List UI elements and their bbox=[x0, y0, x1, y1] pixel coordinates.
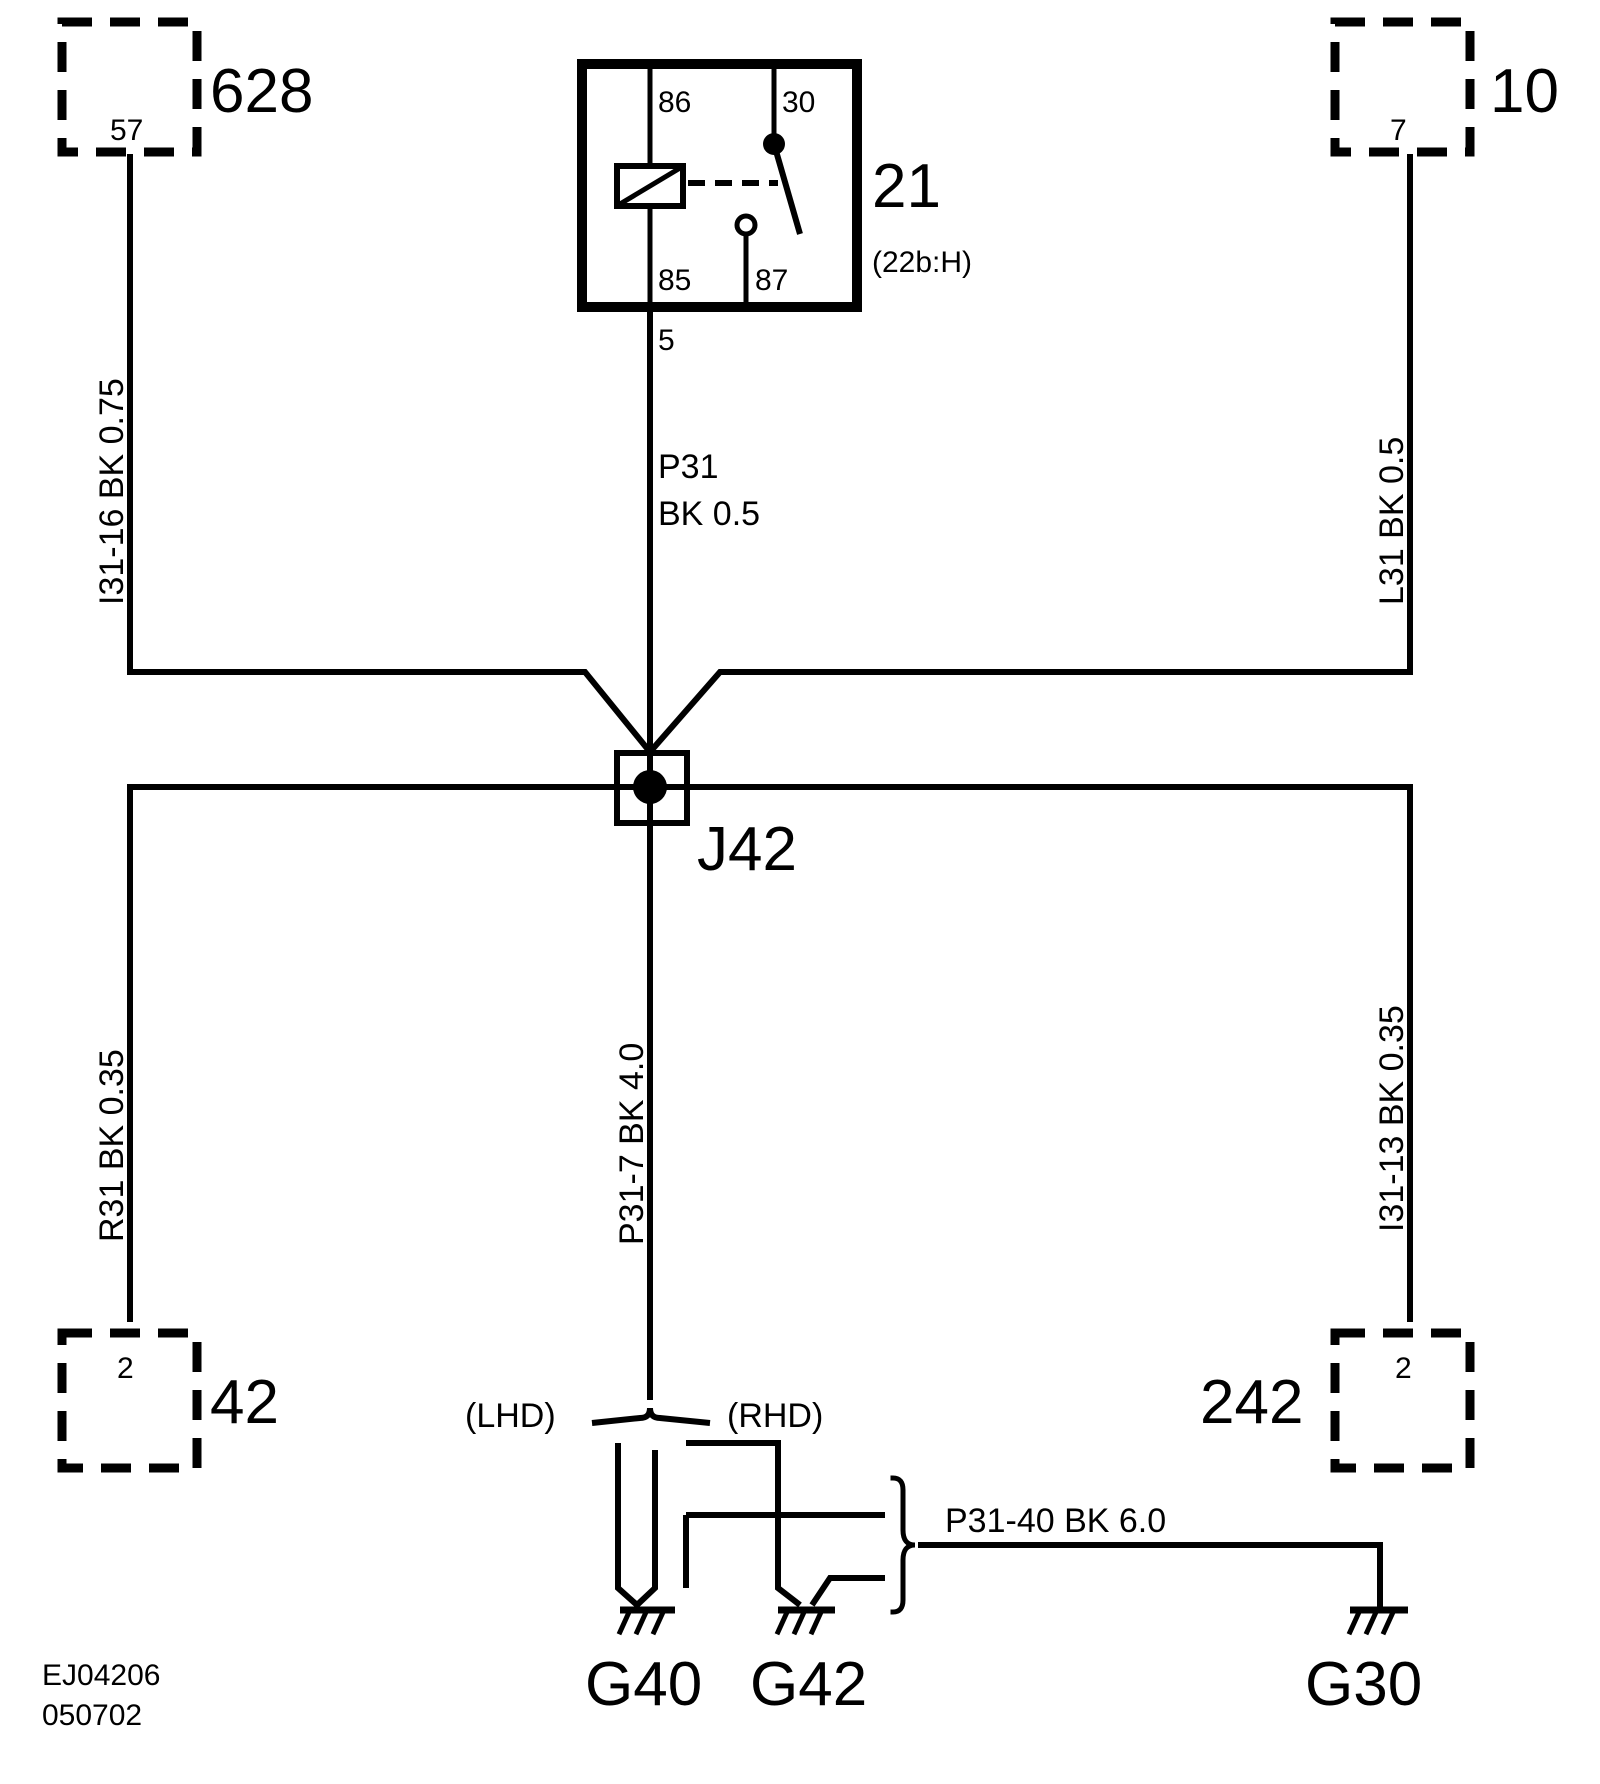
diagram-date: 050702 bbox=[42, 1699, 142, 1732]
wire-junction-crossbar bbox=[127, 784, 1413, 1322]
junction-j42-node bbox=[633, 770, 667, 804]
relay-21: 86 30 85 87 21 (22b:H) 5 bbox=[577, 59, 972, 357]
connector-628: 57 628 bbox=[57, 17, 313, 157]
diagram-code: EJ04206 bbox=[42, 1659, 160, 1692]
relay-pin87-contact bbox=[734, 213, 758, 237]
variant-brace: (LHD) (RHD) bbox=[465, 1397, 823, 1435]
ground-g40-wiring bbox=[615, 1443, 885, 1610]
relay-switch-arm bbox=[771, 143, 803, 235]
variant-brace-line bbox=[591, 1407, 711, 1426]
wire-label-main: P31-7 BK 4.0 bbox=[613, 1043, 651, 1245]
ground-g42-wiring bbox=[686, 1440, 885, 1608]
splice-brace bbox=[890, 1475, 916, 1615]
junction-j42: J42 bbox=[614, 750, 797, 884]
ground-g40-hatch3 bbox=[650, 1606, 668, 1636]
ground-g42-hatch2 bbox=[791, 1606, 809, 1636]
ground-g30-hatch2 bbox=[1363, 1606, 1381, 1636]
ground-g42-symbol: G42 bbox=[750, 1606, 867, 1719]
connector-628-outline bbox=[57, 17, 202, 157]
wire-label-relay-line2: BK 0.5 bbox=[658, 495, 760, 533]
ground-g40-label: G40 bbox=[585, 1650, 702, 1719]
relay-reference: (22b:H) bbox=[872, 246, 972, 279]
ground-g30-hatch1 bbox=[1346, 1606, 1364, 1636]
relay-outline bbox=[577, 59, 862, 312]
variant-rhd: (RHD) bbox=[727, 1397, 823, 1435]
connector-42-pin: 2 bbox=[117, 1352, 134, 1385]
junction-j42-label: J42 bbox=[697, 815, 797, 884]
connector-10-pin: 7 bbox=[1390, 114, 1407, 147]
wire-label-relay-line1: P31 bbox=[658, 448, 719, 486]
relay-pin-87: 87 bbox=[755, 264, 788, 297]
connector-42: 2 42 bbox=[57, 1328, 279, 1473]
ground-g40-symbol: G40 bbox=[585, 1606, 702, 1719]
ground-g30-symbol: G30 bbox=[1305, 1606, 1422, 1719]
connector-242-outline bbox=[1330, 1328, 1475, 1473]
connector-242-pin: 2 bbox=[1395, 1352, 1412, 1385]
ground-g30-hatch3 bbox=[1380, 1606, 1398, 1636]
ground-g42-hatch3 bbox=[808, 1606, 826, 1636]
relay-connector-pin: 5 bbox=[658, 324, 675, 357]
ground-g40-hatch1 bbox=[616, 1606, 634, 1636]
connector-10: 7 10 bbox=[1330, 17, 1559, 157]
ground-g42-label: G42 bbox=[750, 1650, 867, 1719]
relay-label: 21 bbox=[872, 152, 941, 221]
relay-pin-30: 30 bbox=[782, 86, 815, 119]
variant-lhd: (LHD) bbox=[465, 1397, 556, 1435]
connector-242-label: 242 bbox=[1200, 1368, 1303, 1437]
connector-42-label: 42 bbox=[210, 1368, 279, 1437]
relay-pin-85: 85 bbox=[658, 264, 691, 297]
connector-10-outline bbox=[1330, 17, 1475, 157]
connector-628-pin: 57 bbox=[110, 114, 143, 147]
ground-g40-hatch2 bbox=[633, 1606, 651, 1636]
wire-g42-to-splice bbox=[809, 1575, 885, 1607]
connector-42-outline bbox=[57, 1328, 202, 1473]
wire-from-10 bbox=[647, 154, 1413, 754]
ground-g30-label: G30 bbox=[1305, 1650, 1422, 1719]
wire-label-628: I31-16 BK 0.75 bbox=[93, 378, 131, 605]
wire-label-42: R31 BK 0.35 bbox=[93, 1049, 131, 1242]
wire-label-ground: P31-40 BK 6.0 bbox=[945, 1502, 1166, 1540]
wire-to-g30 bbox=[918, 1542, 1383, 1608]
connector-628-label: 628 bbox=[210, 57, 313, 126]
relay-pin-86: 86 bbox=[658, 86, 691, 119]
wire-g40-lhd bbox=[615, 1443, 658, 1610]
relay-coil-slash bbox=[616, 164, 684, 208]
connector-10-label: 10 bbox=[1490, 57, 1559, 126]
wire-label-10: L31 BK 0.5 bbox=[1373, 437, 1411, 605]
wire-label-242: I31-13 BK 0.35 bbox=[1373, 1005, 1411, 1232]
wire-g42-rhd bbox=[686, 1440, 802, 1608]
ground-g42-hatch1 bbox=[774, 1606, 792, 1636]
wire-from-628 bbox=[127, 154, 653, 754]
connector-242: 2 242 bbox=[1200, 1328, 1475, 1473]
